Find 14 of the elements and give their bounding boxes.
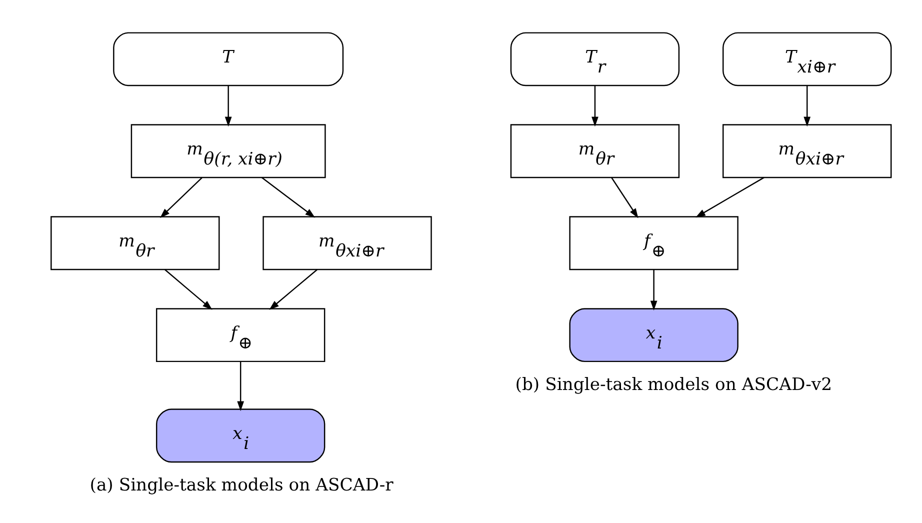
label: (b) Single-task models on ASCAD-v2 — [515, 374, 832, 395]
node-box: T — [113, 32, 344, 86]
label: (a) Single-task models on ASCAD-r — [90, 475, 394, 496]
arrow — [160, 177, 202, 218]
arrow — [592, 86, 598, 127]
arrow — [611, 177, 638, 218]
arrow — [261, 177, 316, 218]
arrow — [224, 86, 232, 127]
arrow — [650, 270, 658, 311]
arrow — [237, 362, 244, 412]
arrow — [696, 177, 764, 218]
arrow — [269, 269, 318, 310]
arrow — [164, 269, 212, 310]
arrow — [804, 86, 811, 127]
